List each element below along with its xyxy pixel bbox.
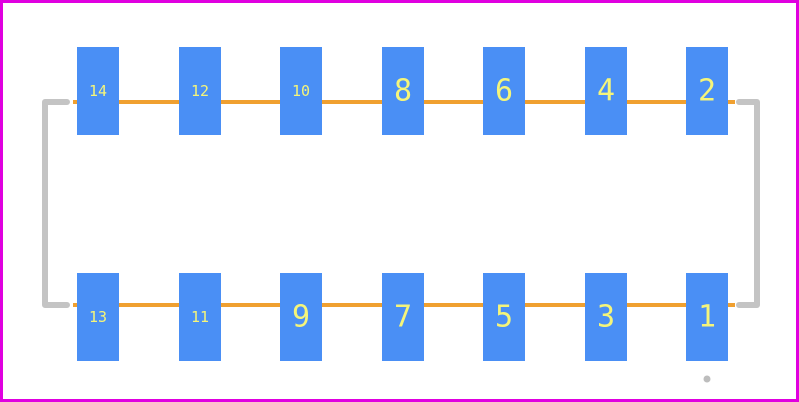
pad-label-6: 6: [495, 74, 513, 109]
pad-7: [382, 273, 424, 361]
pad-label-8: 8: [394, 74, 412, 109]
pad-label-4: 4: [597, 74, 615, 109]
pad-4: [585, 47, 627, 135]
pad-12: [179, 47, 221, 135]
pad-3: [585, 273, 627, 361]
pad-label-10: 10: [292, 82, 310, 100]
pad-label-9: 9: [292, 300, 310, 335]
pad-label-11: 11: [191, 308, 209, 326]
footprint-diagram: 14 12 10 8 6 4 2 13 11 9 7 5 3 1: [42, 47, 760, 383]
outline-right-bracket: [736, 99, 760, 308]
pad-label-7: 7: [394, 300, 412, 335]
pad-label-2: 2: [698, 74, 716, 109]
pad-label-13: 13: [89, 308, 107, 326]
pin-one-marker-dot: [703, 375, 711, 383]
pad-11: [179, 273, 221, 361]
pad-5: [483, 273, 525, 361]
pad-10: [280, 47, 322, 135]
pad-label-1: 1: [698, 300, 716, 335]
pad-6: [483, 47, 525, 135]
pad-8: [382, 47, 424, 135]
pad-label-3: 3: [597, 300, 615, 335]
pad-label-5: 5: [495, 300, 513, 335]
pad-14: [77, 47, 119, 135]
pad-2: [686, 47, 728, 135]
outline-left-bracket: [42, 99, 70, 308]
pad-label-14: 14: [89, 82, 107, 100]
pad-13: [77, 273, 119, 361]
pad-1: [686, 273, 728, 361]
pad-label-12: 12: [191, 82, 209, 100]
pad-9: [280, 273, 322, 361]
